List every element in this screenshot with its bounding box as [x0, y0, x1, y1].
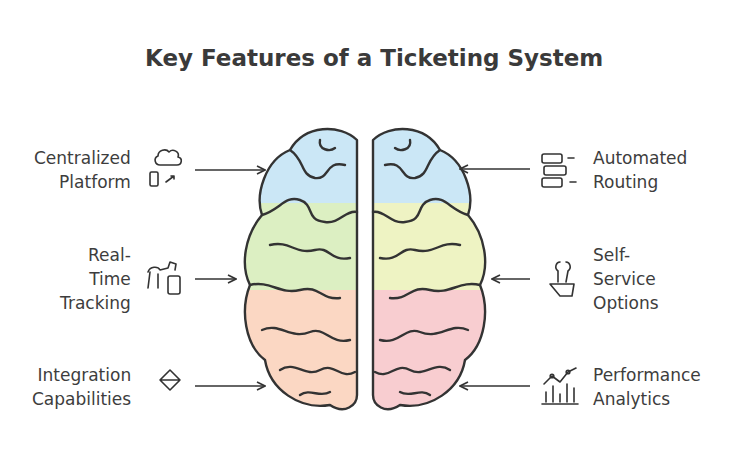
left-hemisphere — [230, 115, 370, 430]
feature-icons — [148, 150, 578, 404]
diagram-title: Key Features of a Ticketing System — [145, 45, 603, 71]
feature-label: Centralized Platform — [34, 147, 131, 195]
feature-label: Performance Analytics — [593, 364, 701, 412]
feature-label: Real-Time Tracking — [60, 244, 131, 315]
brain-outline — [245, 129, 485, 409]
feature-label: Integration Capabilities — [32, 364, 131, 412]
leader-arrows — [195, 169, 530, 386]
right-hemisphere — [360, 115, 500, 430]
feature-label: Automated Routing — [593, 147, 687, 195]
feature-label: Self-Service Options — [593, 244, 659, 315]
